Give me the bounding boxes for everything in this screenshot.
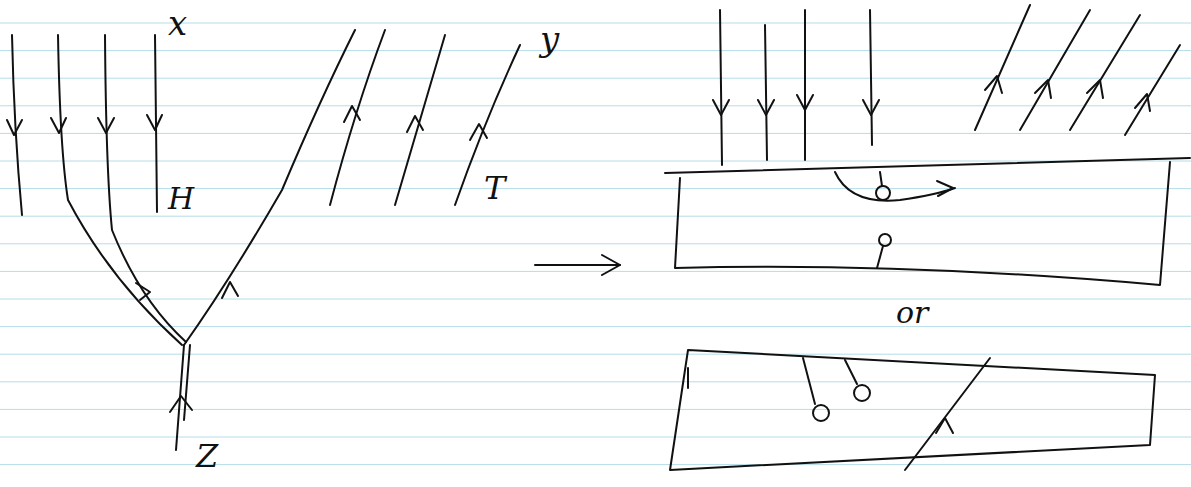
ruled-line bbox=[0, 437, 1191, 438]
incoming-line bbox=[870, 10, 872, 145]
small-circle bbox=[854, 385, 870, 401]
ruled-line bbox=[0, 105, 1191, 106]
label-text: Z bbox=[196, 440, 218, 472]
incoming-line bbox=[155, 35, 157, 212]
tick-mark bbox=[687, 368, 689, 388]
label-text: x bbox=[168, 6, 187, 40]
arrowhead bbox=[407, 116, 423, 132]
ruled-line bbox=[0, 243, 1191, 244]
arrowhead bbox=[758, 100, 774, 115]
curved-path bbox=[835, 172, 955, 201]
outgoing-line bbox=[905, 358, 990, 470]
arrowhead bbox=[7, 120, 22, 135]
stub-line bbox=[803, 358, 815, 404]
outgoing-line bbox=[1070, 15, 1140, 130]
ruled-line bbox=[0, 50, 1191, 51]
incoming-line bbox=[765, 25, 767, 160]
stem-line bbox=[184, 345, 190, 420]
small-circle bbox=[879, 234, 891, 246]
arrowhead bbox=[1087, 80, 1103, 98]
small-circle bbox=[876, 186, 890, 200]
arrowhead bbox=[98, 118, 114, 133]
arrowhead bbox=[713, 100, 729, 115]
stub-line bbox=[845, 360, 857, 384]
arrowhead bbox=[1035, 80, 1051, 98]
arrowhead bbox=[1135, 94, 1150, 111]
incoming-line bbox=[12, 35, 22, 215]
arrowhead bbox=[985, 76, 1002, 93]
ruled-line bbox=[0, 271, 1191, 272]
arrowhead bbox=[863, 100, 879, 115]
outgoing-line bbox=[975, 5, 1030, 130]
arrowhead bbox=[147, 115, 162, 130]
incoming-line bbox=[58, 35, 182, 345]
label-text: T bbox=[484, 172, 505, 204]
outgoing-line bbox=[330, 30, 385, 205]
arrowhead bbox=[136, 283, 150, 300]
stub-line bbox=[880, 172, 882, 186]
ruled-lines bbox=[0, 23, 1191, 465]
small-circle bbox=[813, 405, 829, 421]
surface-line bbox=[665, 158, 1190, 173]
ruled-line bbox=[0, 381, 1191, 382]
outgoing-line bbox=[1125, 45, 1180, 135]
arrowhead bbox=[797, 95, 813, 110]
incoming-line bbox=[720, 10, 722, 165]
ruled-line bbox=[0, 78, 1191, 79]
ruled-line bbox=[0, 299, 1191, 300]
slab-outline bbox=[670, 350, 1155, 470]
arrowhead bbox=[470, 124, 487, 140]
ruled-line bbox=[0, 464, 1191, 465]
outgoing-line bbox=[395, 35, 445, 205]
arrowhead bbox=[51, 118, 66, 133]
incoming-line bbox=[804, 10, 806, 160]
arrowhead bbox=[936, 418, 953, 433]
arrowhead bbox=[344, 106, 360, 122]
outgoing-line bbox=[1020, 10, 1090, 130]
sketch-strokes bbox=[7, 5, 1190, 470]
arrowhead bbox=[170, 396, 192, 412]
ruled-line bbox=[0, 354, 1191, 355]
transition-arrow bbox=[535, 264, 620, 266]
arrowhead bbox=[937, 181, 953, 196]
label-text: y bbox=[540, 22, 559, 56]
outgoing-line bbox=[455, 45, 520, 205]
ruled-line bbox=[0, 216, 1191, 217]
arrowhead bbox=[602, 255, 620, 275]
arrowhead bbox=[222, 282, 238, 298]
slab-outline bbox=[675, 162, 1170, 285]
stub-line bbox=[877, 246, 883, 268]
outgoing-line bbox=[184, 30, 355, 345]
label-text: H bbox=[168, 184, 194, 214]
ruled-line bbox=[0, 161, 1191, 162]
label-text: or bbox=[896, 298, 928, 328]
ruled-line bbox=[0, 326, 1191, 327]
ruled-line bbox=[0, 133, 1191, 134]
